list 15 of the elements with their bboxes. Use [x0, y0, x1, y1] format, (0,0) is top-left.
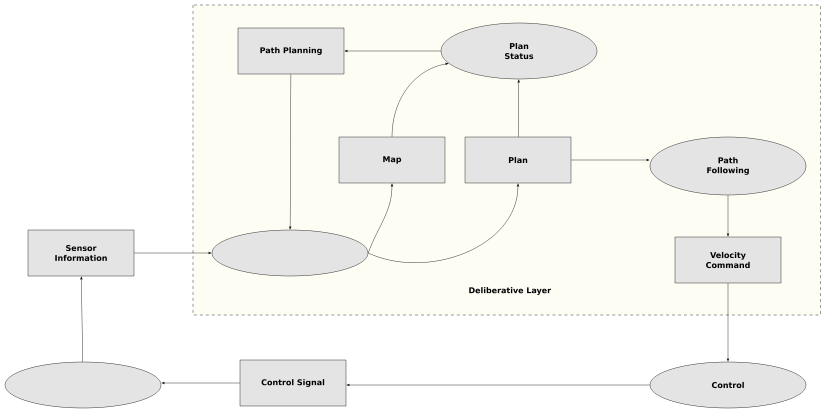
- arrow: [726, 195, 730, 236]
- ellipse-node: [212, 230, 368, 276]
- arrow: [368, 184, 394, 254]
- arrow: [346, 384, 650, 386]
- arrow: [368, 184, 520, 263]
- arrow: [162, 382, 240, 384]
- arrow: [288, 74, 292, 230]
- arrow: [344, 50, 441, 52]
- arrow: [517, 80, 520, 137]
- arrow: [392, 62, 448, 137]
- ellipse-node: [4, 362, 162, 408]
- arrow: [134, 252, 212, 254]
- arrow: [80, 276, 83, 362]
- arrow: [571, 158, 650, 162]
- arrow: [726, 283, 730, 362]
